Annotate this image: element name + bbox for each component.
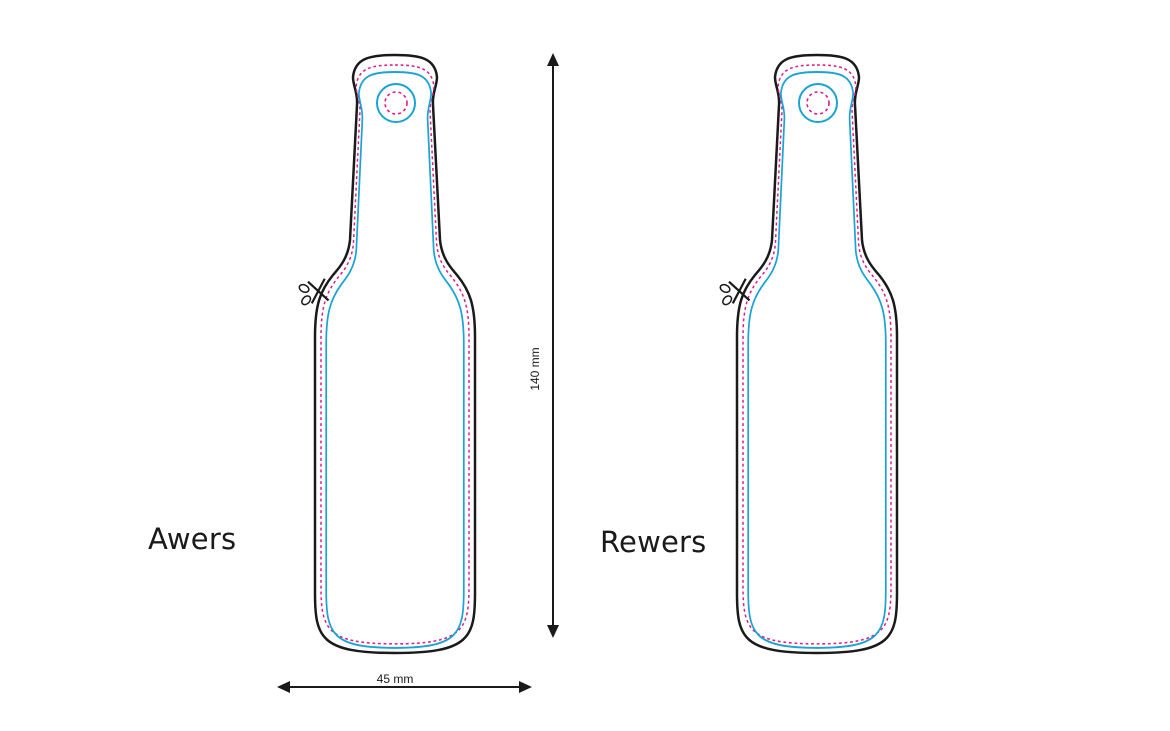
bottle-front-template — [295, 53, 477, 655]
bottle-front-cut-line — [320, 64, 470, 645]
width-arrow-head-left — [277, 681, 290, 693]
height-arrow-head-bottom — [547, 625, 559, 638]
bottle-front-hole-inner — [384, 91, 408, 115]
bottle-back-hole-inner — [806, 91, 830, 115]
height-dimension: 140 mm — [528, 53, 559, 638]
back-side-label: Rewers — [600, 525, 707, 559]
front-side-label: Awers — [148, 522, 237, 556]
bottle-back-template — [716, 53, 899, 655]
bottle-back-hole-outer — [798, 83, 838, 123]
bottle-back-cut-line — [742, 64, 892, 645]
bottle-front-outline — [313, 53, 477, 655]
height-dimension-label: 140 mm — [528, 347, 542, 390]
bottle-back-outline — [735, 53, 899, 655]
width-dimension: 45 mm — [277, 672, 532, 693]
height-arrow-head-top — [547, 53, 559, 66]
bottle-front-safe-zone — [325, 71, 465, 649]
width-dimension-label: 45 mm — [377, 672, 414, 686]
bottle-back-safe-zone — [747, 71, 887, 649]
width-arrow-head-right — [519, 681, 532, 693]
bottle-front-hole-outer — [376, 83, 416, 123]
